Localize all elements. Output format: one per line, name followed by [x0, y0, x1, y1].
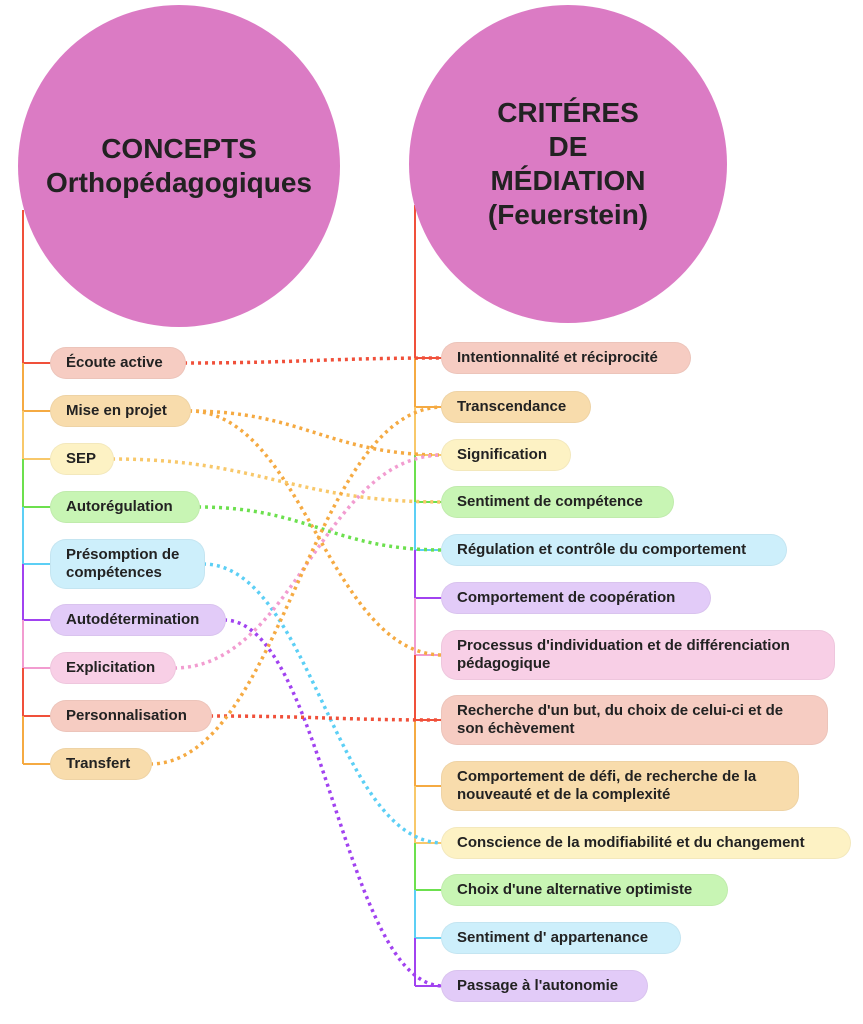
criterion-node-label: Sentiment d' appartenance: [457, 929, 649, 946]
link-autodet-to-autonomie: [223, 618, 444, 988]
criterion-node-label: Sentiment de compétence: [457, 493, 643, 510]
link-explicitation-to-signification: [173, 453, 444, 670]
criterion-node-label: Comportement de défi, de recherche de la…: [457, 768, 757, 803]
concept-node-label: Présomption de compétences: [66, 546, 180, 581]
criterion-node-modifiabilite[interactable]: Conscience de la modifiabilité et du cha…: [441, 827, 851, 859]
criterion-node-cooperation[interactable]: Comportement de coopération: [441, 582, 711, 614]
tree-trunks: [22, 205, 443, 987]
criteria-root-title: CRITÉRES DE MÉDIATION (Feuerstein): [487, 97, 649, 230]
concept-criteria-links: [111, 356, 444, 988]
link-autoreg-to-regulation: [197, 505, 444, 552]
criterion-node-label: Transcendance: [457, 398, 567, 415]
concept-node-label: Personnalisation: [66, 707, 187, 724]
criterion-node-label: Processus d'individuation et de différen…: [457, 637, 790, 672]
concept-node-autoreg[interactable]: Autorégulation: [50, 491, 200, 523]
criterion-node-individuation[interactable]: Processus d'individuation et de différen…: [441, 630, 835, 680]
criteria-root-node[interactable]: CRITÉRES DE MÉDIATION (Feuerstein): [409, 5, 727, 323]
concept-node-label: Autorégulation: [66, 498, 173, 515]
concept-node-presomption[interactable]: Présomption de compétences: [50, 539, 205, 589]
concept-node-transfert[interactable]: Transfert: [50, 748, 152, 780]
link-projet-to-signification: [188, 409, 444, 457]
criterion-node-transcendance[interactable]: Transcendance: [441, 391, 591, 423]
criterion-node-appartenance[interactable]: Sentiment d' appartenance: [441, 922, 681, 954]
concept-node-label: Autodétermination: [66, 611, 200, 628]
concept-node-explicitation[interactable]: Explicitation: [50, 652, 176, 684]
criterion-node-intention[interactable]: Intentionnalité et réciprocité: [441, 342, 691, 374]
criterion-node-label: Intentionnalité et réciprocité: [457, 349, 658, 366]
concepts-root-node[interactable]: CONCEPTS Orthopédagogiques: [18, 5, 340, 327]
concept-node-projet[interactable]: Mise en projet: [50, 395, 191, 427]
criterion-node-label: Comportement de coopération: [457, 589, 676, 606]
criterion-node-sentiment[interactable]: Sentiment de compétence: [441, 486, 674, 518]
link-projet-to-individuation: [188, 409, 444, 657]
link-presomption-to-modifiabilite: [202, 562, 444, 845]
concept-node-sep[interactable]: SEP: [50, 443, 114, 475]
criterion-node-label: Passage à l'autonomie: [457, 977, 619, 994]
criterion-node-label: Recherche d'un but, du choix de celui-ci…: [457, 702, 784, 737]
concept-node-label: Transfert: [66, 755, 131, 772]
criterion-node-label: Conscience de la modifiabilité et du cha…: [457, 834, 805, 851]
criterion-node-but[interactable]: Recherche d'un but, du choix de celui-ci…: [441, 695, 828, 745]
concept-node-label: SEP: [66, 450, 97, 467]
criterion-node-label: Signification: [457, 446, 547, 463]
concept-node-perso[interactable]: Personnalisation: [50, 700, 212, 732]
criterion-node-label: Choix d'une alternative optimiste: [457, 881, 693, 898]
concept-node-ecoute[interactable]: Écoute active: [50, 347, 186, 379]
concept-node-label: Explicitation: [66, 659, 156, 676]
criterion-node-regulation[interactable]: Régulation et contrôle du comportement: [441, 534, 787, 566]
concept-node-label: Écoute active: [66, 354, 163, 371]
criterion-node-optimiste[interactable]: Choix d'une alternative optimiste: [441, 874, 728, 906]
concept-node-label: Mise en projet: [66, 402, 167, 419]
criterion-node-signification[interactable]: Signification: [441, 439, 571, 471]
criterion-node-label: Régulation et contrôle du comportement: [457, 541, 747, 558]
criterion-node-autonomie[interactable]: Passage à l'autonomie: [441, 970, 648, 1002]
concepts-root-title: CONCEPTS Orthopédagogiques: [46, 133, 312, 198]
criterion-node-defi[interactable]: Comportement de défi, de recherche de la…: [441, 761, 799, 811]
link-ecoute-to-intention: [183, 356, 444, 365]
concept-node-autodet[interactable]: Autodétermination: [50, 604, 226, 636]
link-perso-to-but: [209, 714, 444, 722]
link-sep-to-sentiment: [111, 457, 444, 504]
